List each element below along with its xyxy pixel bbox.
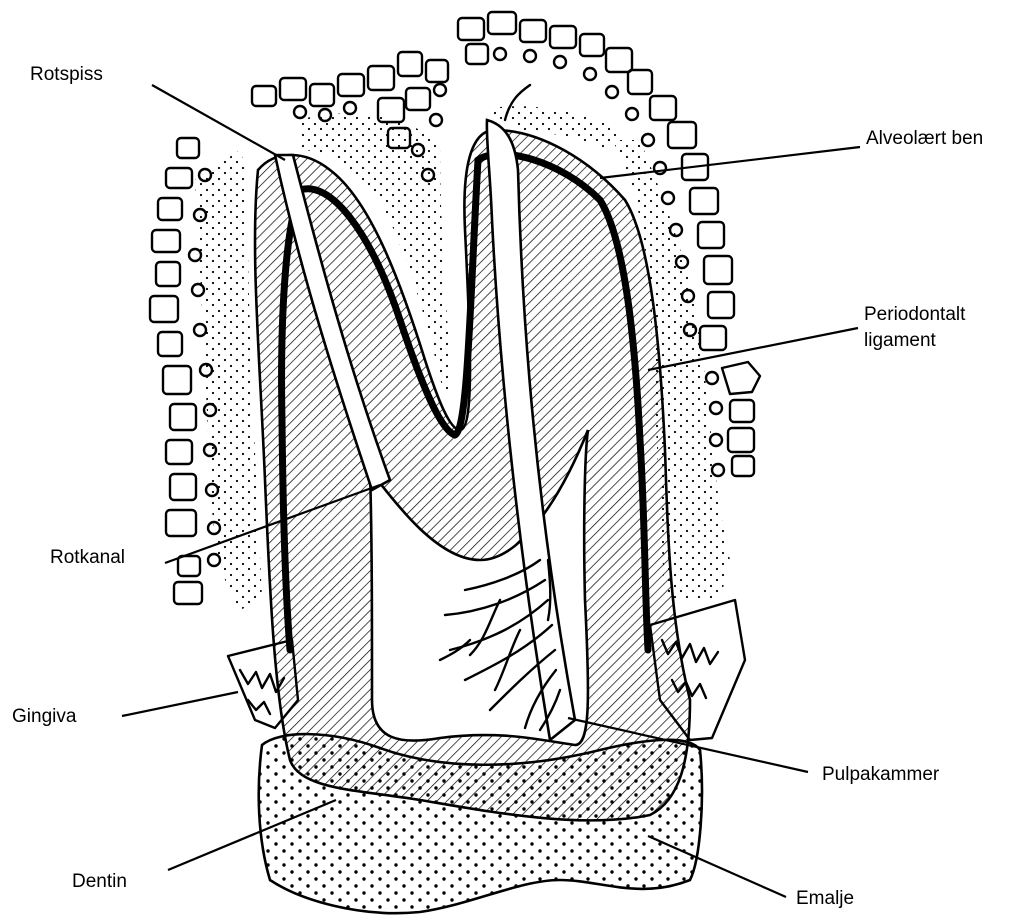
label-periodontalt: Periodontalt <box>864 304 966 325</box>
label-gingiva: Gingiva <box>12 706 77 727</box>
label-dentin: Dentin <box>72 871 127 892</box>
label-rotspiss: Rotspiss <box>30 64 103 85</box>
leader-rotspiss <box>152 85 285 160</box>
label-ligament: ligament <box>864 330 937 351</box>
alveolar-bone-right-lower <box>706 362 760 476</box>
leader-gingiva <box>122 692 238 716</box>
label-emalje: Emalje <box>796 888 854 909</box>
label-rotkanal: Rotkanal <box>50 547 125 568</box>
label-alveolaert-ben: Alveolært ben <box>866 128 983 149</box>
label-pulpakammer: Pulpakammer <box>822 764 940 785</box>
